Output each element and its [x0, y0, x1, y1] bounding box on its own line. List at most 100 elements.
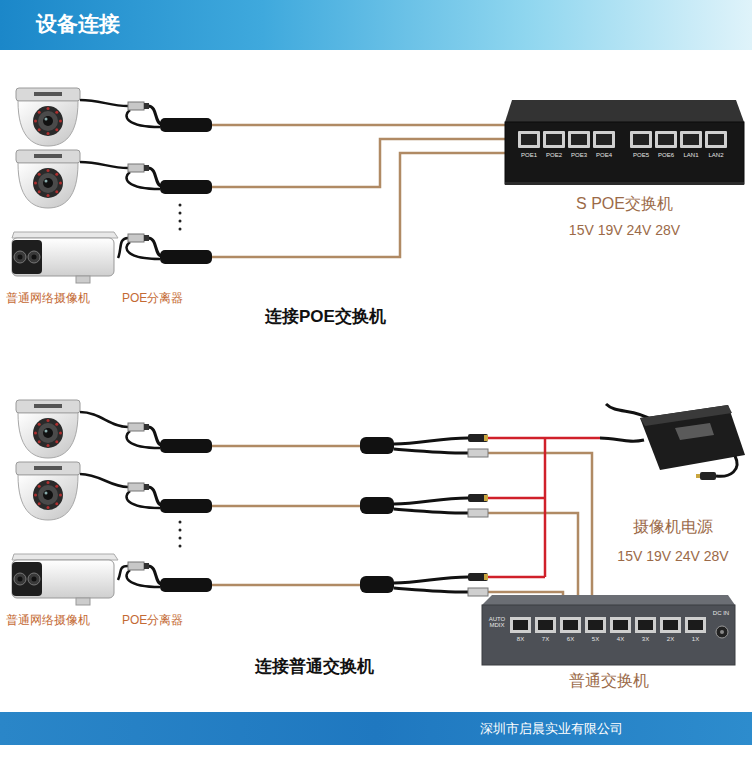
port-label: 8X [510, 636, 531, 643]
voltage-list: 15V 19V 24V 28V [569, 222, 680, 239]
switch-body [660, 617, 681, 633]
voltage-list: 15V 19V 24V 28V [617, 548, 728, 565]
power-adapter [675, 423, 714, 440]
bottom-section [12, 554, 118, 605]
port-label: 4X [610, 636, 631, 643]
bottom-section [126, 423, 212, 453]
bottom-section [126, 562, 212, 592]
page-title: 设备连接 [36, 11, 120, 36]
network-cables [212, 445, 360, 448]
section-caption: 连接普通交换机 [255, 657, 374, 677]
poe-switch-body [596, 134, 612, 145]
switch-body [663, 620, 678, 630]
port-label: 3X [635, 636, 656, 643]
poe-switch-body [518, 131, 540, 148]
camera-label: 普通网络摄像机 [6, 291, 90, 305]
power-adapter [600, 438, 644, 441]
poe-switch-body [630, 131, 652, 148]
camera-cables [80, 412, 128, 427]
bottom-section [12, 400, 745, 665]
network-cables [488, 453, 592, 597]
switch-body [610, 617, 631, 633]
port-label: 1X [685, 636, 706, 643]
port-label: POE6 [655, 152, 677, 159]
switch-body [588, 620, 603, 630]
dotted-continuation [179, 204, 182, 207]
switch-body [638, 620, 653, 630]
power-wires [488, 497, 545, 500]
poe-switch-body [683, 134, 699, 145]
port-label: LAN1 [680, 152, 702, 159]
footer-band [0, 712, 752, 745]
bottom-section [126, 483, 212, 513]
company-name: 深圳市启晨实业有限公司 [480, 721, 623, 737]
network-cables [212, 505, 360, 508]
power-adapter [700, 472, 716, 480]
poe-switch-body [505, 100, 744, 185]
network-cables [488, 513, 578, 597]
poe-switch-body [505, 100, 744, 122]
power-adapter [640, 405, 732, 426]
device-name: 摄像机电源 [633, 517, 713, 536]
poe-switch-body [568, 131, 590, 148]
dotted-continuation [179, 204, 182, 231]
port-label: POE5 [630, 152, 652, 159]
switch-body [538, 620, 553, 630]
poe-switch-body [655, 131, 677, 148]
switch-body [720, 630, 724, 634]
port-label: POE2 [543, 152, 565, 159]
port-label: 5X [585, 636, 606, 643]
switch-body [482, 595, 735, 665]
bottom-section [360, 434, 488, 457]
power-adapter [640, 405, 745, 470]
port-label: POE1 [518, 152, 540, 159]
poe-switch-body [543, 131, 565, 148]
switch-body [563, 620, 578, 630]
top-section [126, 102, 212, 132]
poe-switch-body [571, 134, 587, 145]
switch-body [635, 617, 656, 633]
poe-switch-body [518, 131, 727, 148]
top-section [16, 88, 80, 146]
bottom-section [360, 494, 488, 517]
poe-switch: POE1POE2POE3POE4POE5POE6LAN1LAN2S POE交换机… [505, 122, 744, 184]
top-section [12, 232, 118, 283]
poe-switch-body [505, 182, 744, 185]
dotted-continuation [179, 220, 182, 223]
switch-body [510, 617, 706, 633]
camera-cables [80, 100, 128, 106]
device-name: S POE交换机 [576, 194, 673, 213]
switch-body [482, 595, 735, 605]
poe-switch-body [521, 134, 537, 145]
dotted-continuation [179, 228, 182, 231]
port-label: 6X [560, 636, 581, 643]
poe-switch-body [708, 134, 724, 145]
switch-body [482, 605, 735, 665]
poe-switch-body [658, 134, 674, 145]
power-adapter [696, 474, 700, 478]
poe-switch-body [705, 131, 727, 148]
camera-cables [80, 474, 128, 487]
top-section [16, 150, 80, 208]
switch-body [513, 620, 703, 630]
switch-body [688, 620, 703, 630]
switch-body [513, 620, 528, 630]
switch-body [685, 617, 706, 633]
port-label: LAN2 [705, 152, 727, 159]
switch-body [613, 620, 628, 630]
dotted-continuation [179, 521, 182, 548]
poe-switch-body [593, 131, 615, 148]
camera-label: 普通网络摄像机 [6, 613, 90, 627]
power-adapter [600, 404, 745, 480]
network-cables [212, 124, 505, 127]
bottom-section [360, 573, 488, 596]
port-label: 7X [535, 636, 556, 643]
switch-body [510, 617, 531, 633]
power-adapter [716, 456, 737, 476]
device-name: 普通交换机 [569, 671, 649, 690]
dotted-continuation [179, 537, 182, 540]
dotted-continuation [179, 545, 182, 548]
dotted-continuation [179, 529, 182, 532]
